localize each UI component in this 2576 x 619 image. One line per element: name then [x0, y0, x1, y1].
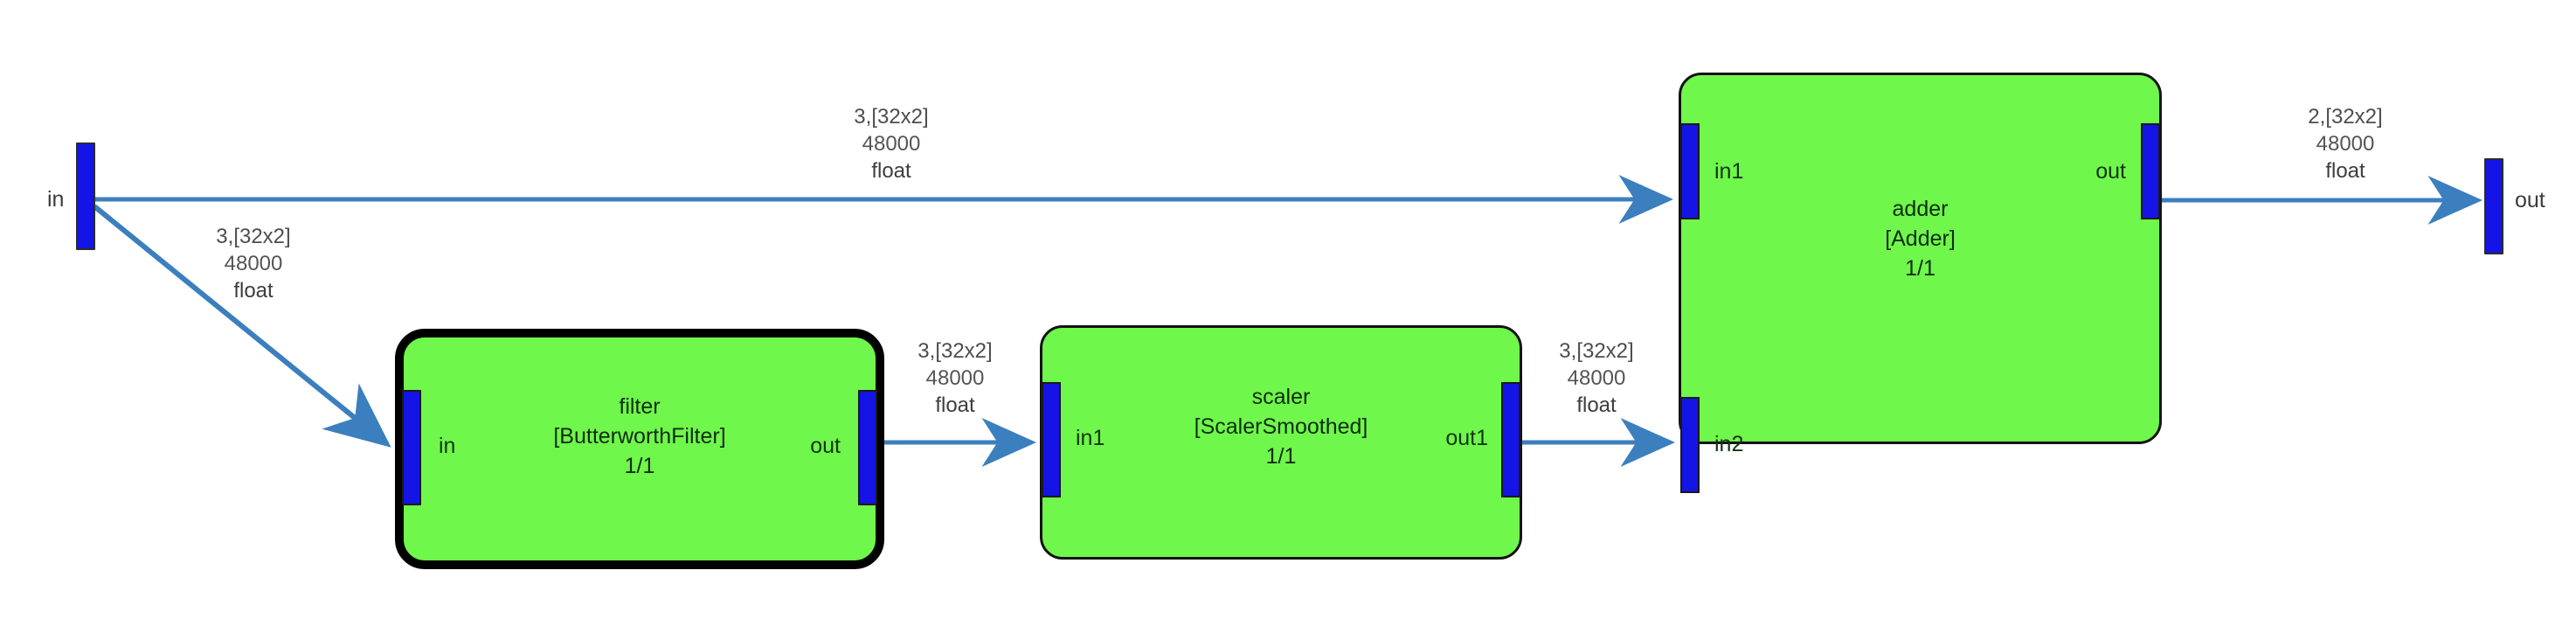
- block-adder-name: adder: [1892, 197, 1949, 221]
- edge-in-to-filter-in: [93, 204, 391, 448]
- edge-label-line-rate: 48000: [224, 252, 283, 275]
- edge-label-line-dtype: float: [233, 279, 274, 303]
- block-adder-port-in2[interactable]: [1680, 397, 1700, 493]
- edge-label-line-rate: 48000: [1567, 366, 1626, 390]
- block-adder-ratio: 1/1: [1905, 256, 1935, 281]
- block-filter[interactable]: in out filter [ButterworthFilter] 1/1: [395, 329, 884, 569]
- edge-label-in-to-adder-in1: 3,[32x2] 48000 float: [760, 103, 1022, 184]
- edge-label-in-to-filter-in: 3,[32x2] 48000 float: [122, 223, 384, 304]
- block-filter-port-in[interactable]: [402, 390, 421, 505]
- block-filter-type: [ButterworthFilter]: [553, 424, 726, 449]
- graph-input-port-label: in: [47, 187, 65, 212]
- block-adder-port-out[interactable]: [2141, 123, 2160, 219]
- edge-label-line-channels: 3,[32x2]: [854, 105, 929, 129]
- edge-label-line-channels: 2,[32x2]: [2308, 105, 2383, 129]
- block-adder-port-in1[interactable]: [1680, 123, 1700, 219]
- block-scaler-port-in1-label: in1: [1076, 426, 1105, 450]
- edge-label-line-dtype: float: [871, 159, 911, 183]
- edge-label-filter-to-scaler: 3,[32x2] 48000 float: [876, 337, 1034, 419]
- edge-label-line-rate: 48000: [2316, 132, 2375, 156]
- edge-label-line-rate: 48000: [925, 366, 985, 390]
- graph-output-port-label: out: [2515, 188, 2545, 212]
- edge-label-line-channels: 3,[32x2]: [1559, 339, 1634, 363]
- block-scaler-port-out1-label: out1: [1445, 426, 1488, 450]
- block-filter-ratio: 1/1: [624, 454, 655, 478]
- edge-label-line-channels: 3,[32x2]: [216, 225, 291, 248]
- edge-label-line-rate: 48000: [862, 132, 921, 156]
- block-filter-port-out[interactable]: [858, 390, 877, 505]
- block-adder-port-in1-label: in1: [1714, 159, 1744, 184]
- block-adder[interactable]: in1 in2 out adder [Adder] 1/1: [1679, 73, 2162, 493]
- edge-label-line-dtype: float: [935, 393, 975, 417]
- edge-label-scaler-to-adder-in2: 3,[32x2] 48000 float: [1518, 337, 1675, 419]
- block-scaler-port-in1[interactable]: [1042, 382, 1061, 497]
- edge-label-line-dtype: float: [1576, 393, 1617, 417]
- block-filter-name: filter: [619, 394, 661, 419]
- edge-label-line-channels: 3,[32x2]: [918, 339, 993, 363]
- graph-output-port[interactable]: [2484, 158, 2503, 254]
- edge-label-line-dtype: float: [2325, 159, 2365, 183]
- edge-label-adder-to-out: 2,[32x2] 48000 float: [2214, 103, 2476, 184]
- block-adder-type: [Adder]: [1885, 226, 1956, 251]
- block-scaler-name: scaler: [1251, 385, 1311, 409]
- block-filter-port-in-label: in: [439, 434, 456, 458]
- graph-input-port[interactable]: [76, 143, 95, 250]
- block-scaler[interactable]: in1 out1 scaler [ScalerSmoothed] 1/1: [1040, 325, 1522, 560]
- block-scaler-port-out1[interactable]: [1501, 382, 1520, 497]
- block-filter-port-out-label: out: [810, 434, 841, 458]
- block-adder-port-out-label: out: [2095, 159, 2126, 184]
- block-adder-port-in2-label: in2: [1714, 432, 1744, 456]
